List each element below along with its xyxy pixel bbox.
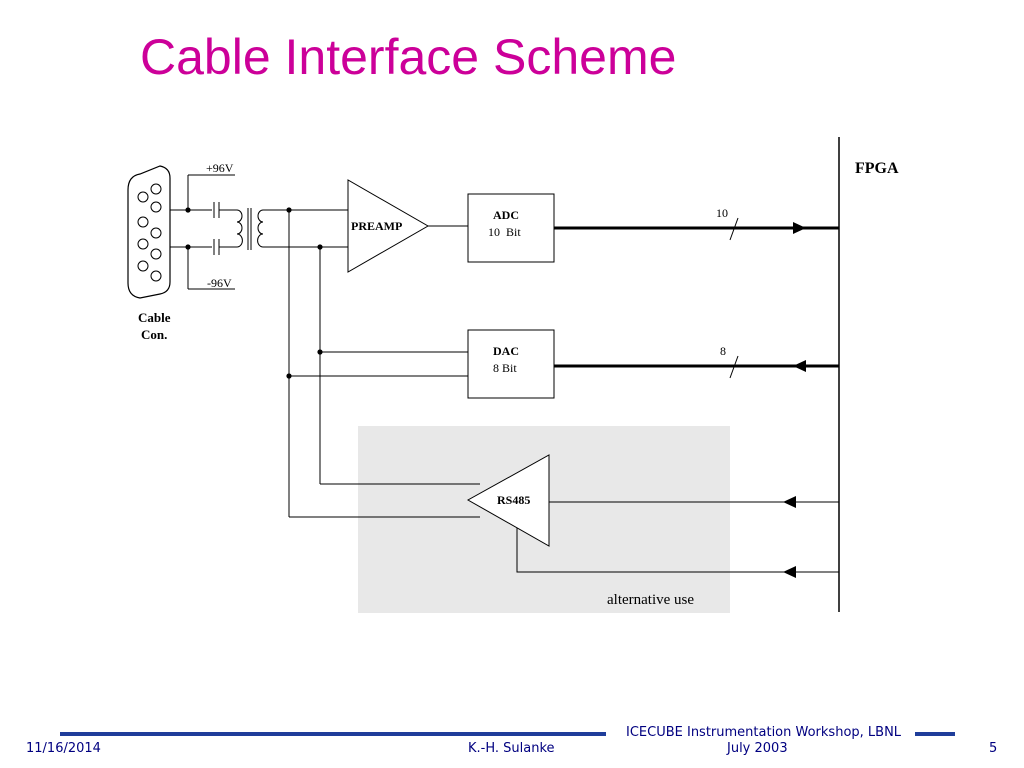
footer-date: 11/16/2014 [26,741,101,756]
adc-bus-width: 10 [716,206,728,220]
dac-block [467,329,555,399]
cable-con-label-line1: Cable [138,310,171,325]
rs485-triangle [466,454,550,547]
dac-bits: 8 Bit [493,361,517,375]
junction-dots [185,207,323,379]
preamp-triangle [347,179,430,273]
dac-title: DAC [493,344,519,358]
footer-author: K.-H. Sulanke [468,741,555,756]
plus-voltage-label: +96V [206,161,234,175]
connector-wiring [170,174,480,518]
footer-event-line2: July 2003 [727,741,788,756]
footer-bar-left [60,732,606,736]
preamp-label: PREAMP [351,219,402,233]
adc-title: ADC [493,208,519,222]
footer-bar-right [915,732,955,736]
dac-bus-width: 8 [720,344,726,358]
adc-arrow-icon [793,222,806,234]
minus-voltage-label: -96V [207,276,232,290]
footer-event-line1: ICECUBE Instrumentation Workshop, LBNL [626,725,902,740]
cable-con-label-line2: Con. [141,327,167,342]
fpga-label: FPGA [855,160,899,177]
page-number: 5 [989,741,998,756]
rs485-arrow-icon-2 [783,566,796,578]
dac-arrow-icon [793,360,806,372]
slide-title: Cable Interface Scheme [140,29,677,85]
rs485-arrow-icon-1 [783,496,796,508]
cable-connector-icon [127,165,171,299]
adc-bits: 10 Bit [488,225,521,239]
alternative-use-label: alternative use [607,592,694,608]
adc-block [467,193,555,263]
rs485-label: RS485 [497,493,530,507]
